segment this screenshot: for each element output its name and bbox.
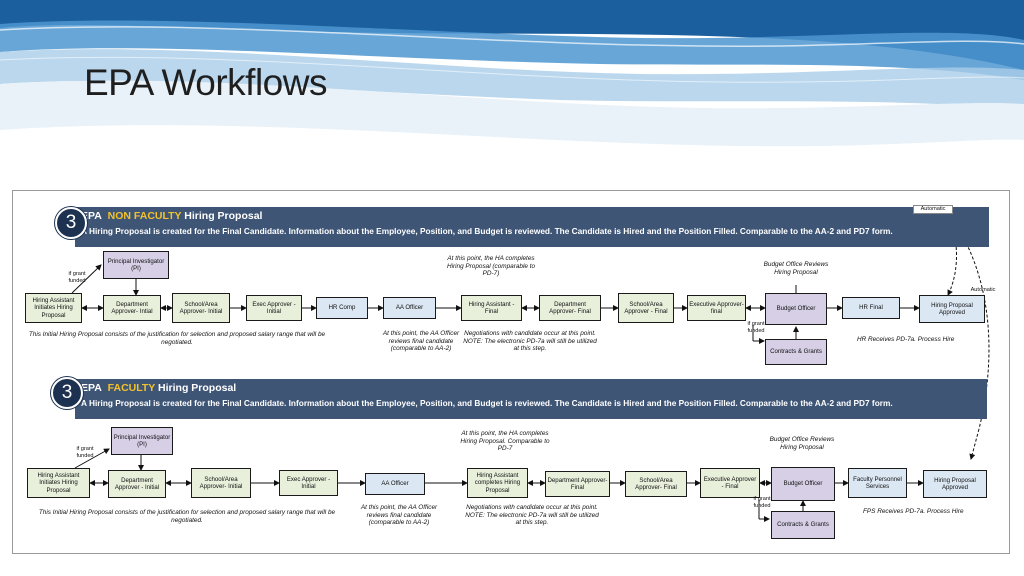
faculty-description: A Hiring Proposal is created for the Fin… [81,398,893,408]
ha-completes-note: At this point, the HA completes Hiring P… [460,430,550,453]
budget-officer-node: Budget Officer [771,467,835,501]
school-area-approver-final-node: School/Area Approver - Final [618,293,674,323]
exec-approver-initial-node: Exec Approver - Initial [279,470,338,496]
if-grant-funded-label: if grant funded [753,496,771,509]
non-faculty-title: EPA NON FACULTY Hiring Proposal [81,210,263,222]
workflow-panel: EPA NON FACULTY Hiring Proposal A Hiring… [12,190,1010,554]
school-area-approver-final-node: School/Area Approver- Final [625,471,687,497]
faculty-personnel-services-node: Faculty Personnel Services [848,468,907,498]
slide-header: EPA Workflows [0,0,1024,178]
aa-review-note: At this point, the AA Officer reviews fi… [382,330,460,353]
step-number-badge: 3 [51,377,83,409]
step-number-badge: 3 [55,207,87,239]
hiring-assistant-initiates-node: Hiring Assistant Initiates Hiring Propos… [27,468,90,498]
ha-completes-note: At this point, the HA completes Hiring P… [446,255,536,278]
department-approver-final-node: Department Approver- Final [539,295,601,321]
contracts-grants-node: Contracts & Grants [765,339,827,365]
page-title: EPA Workflows [84,62,327,103]
department-approver-initial-node: Department Approver- Intial [103,295,161,321]
negotiations-note: Negotiations with candidate occur at thi… [465,504,599,527]
hiring-assistant-completes-node: Hiring Assistant completes Hiring Propos… [467,468,528,498]
hr-final-node: HR Final [842,297,900,319]
budget-review-note: Budget Office Reviews Hiring Proposal [769,436,835,451]
budget-review-note: Budget Office Reviews Hiring Proposal [763,261,829,276]
faculty-title: EPA FACULTY Hiring Proposal [81,382,237,394]
if-grant-funded-label: if grant funded [747,321,765,334]
faculty-banner: EPA FACULTY Hiring Proposal A Hiring Pro… [75,379,987,419]
receives-note: FPS Receives PD-7a. Process Hire [863,508,964,515]
automatic-label: Automatic [913,205,953,214]
executive-approver-final-node: Executive Approver- final [687,295,746,321]
principal-investigator-node: Principal Investigator (PI) [103,251,169,279]
hiring-proposal-approved-node: Hiring Proposal Approved [923,470,987,498]
department-approver-initial-node: Department Approver - Initial [108,470,166,498]
hiring-assistant-final-node: Hiring Assistant - Final [461,295,522,321]
header-swoosh-graphic [0,0,1024,178]
negotiations-note: Negotiations with candidate occur at thi… [463,330,597,353]
hiring-assistant-initiates-node: Hiring Assistant Initiates Hiring Propos… [25,293,82,323]
aa-officer-node: AA Officer [365,473,425,495]
receives-note: HR Receives PD-7a. Process Hire [857,336,955,343]
if-grant-funded-label: if grant funded [68,271,86,284]
school-area-approver-initial-node: School/Area Approver- Initial [191,468,251,498]
aa-officer-node: AA Officer [383,297,436,319]
contracts-grants-node: Contracts & Grants [771,511,835,539]
aa-review-note: At this point, the AA Officer reviews fi… [360,504,438,527]
automatic-label: Automatic [970,287,996,293]
initial-proposal-note: This Initial Hiring Proposal consists of… [38,509,336,524]
school-area-approver-initial-node: School/Area Approver- Initial [172,293,230,323]
hr-comp-node: HR Comp [316,297,368,319]
initial-proposal-note: This Initial Hiring Proposal consists of… [28,331,326,346]
exec-approver-initial-node: Exec Approver - Initial [246,295,302,321]
non-faculty-banner: EPA NON FACULTY Hiring Proposal A Hiring… [75,207,989,247]
executive-approver-final-node: Executive Approver - Final [700,468,760,498]
if-grant-funded-label: if grant funded [76,446,94,459]
budget-officer-node: Budget Officer [765,293,827,325]
principal-investigator-node: Principal Investigator (PI) [111,427,173,455]
non-faculty-description: A Hiring Proposal is created for the Fin… [81,226,893,236]
hiring-proposal-approved-node: Hiring Proposal Approved [919,295,985,323]
department-approver-final-node: Department Approver- Final [545,471,610,497]
